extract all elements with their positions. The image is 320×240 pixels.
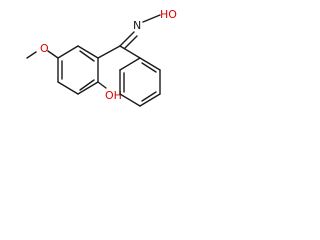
phenol-hydroxyl-label: OH [105,89,122,102]
methoxy-oxygen-label: O [40,42,49,55]
methoxy-ring-bond [47,50,59,59]
oxime-nitrogen-label: N [133,19,141,32]
methyl-bond [26,51,37,59]
molecule-structure-canvas: O OH N HO [26,8,177,107]
oxime-carbon-to-phenyl-bond [119,45,141,59]
oxime-hydroxyl-label: HO [160,8,177,21]
ring-to-oxime-carbon-bond [97,45,121,59]
cn-double-bond-outer [119,31,135,47]
phenol-oh-bond [97,81,107,89]
no-bond [142,14,161,23]
hydroxymethoxyphenyl-ring [57,45,99,95]
cn-double-bond-inner [124,35,138,49]
phenyl-ring [119,57,161,107]
